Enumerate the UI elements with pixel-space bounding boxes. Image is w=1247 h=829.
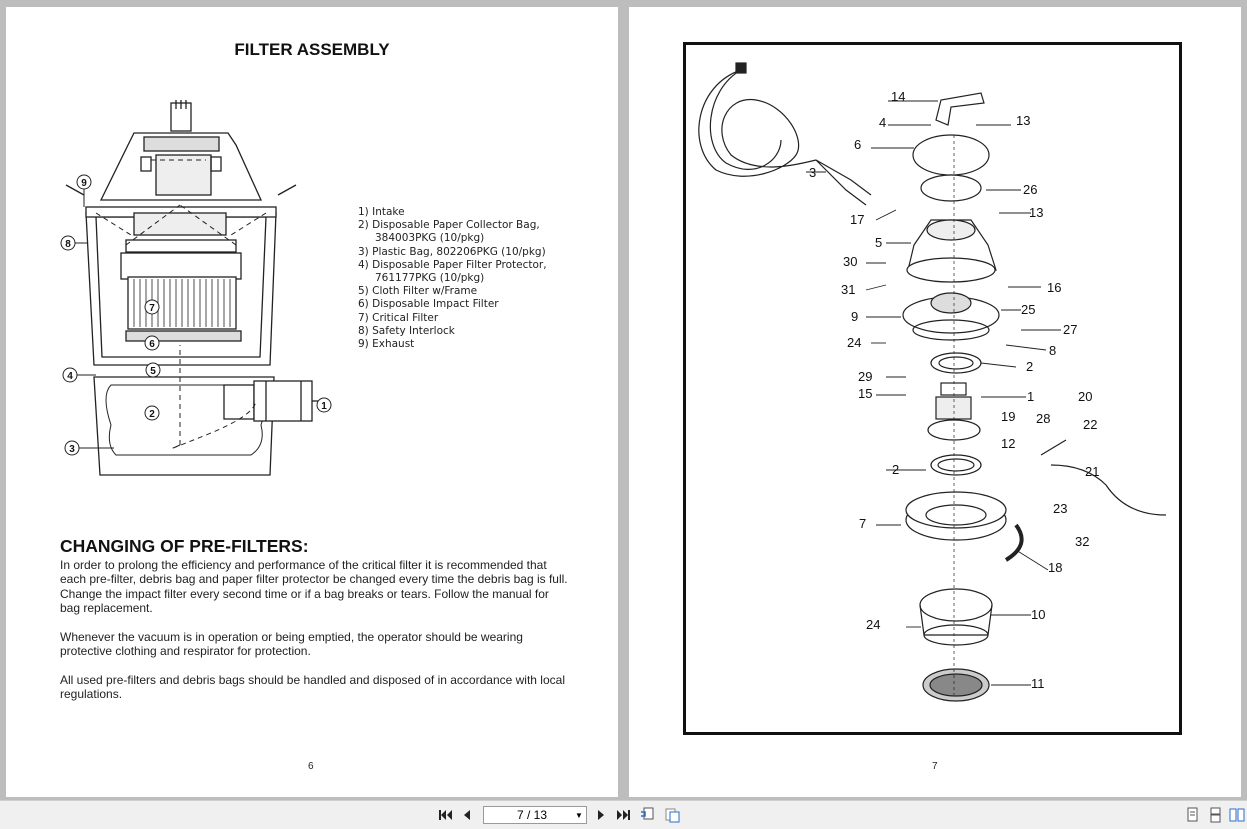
part-label: 7 [859, 516, 866, 531]
part-label: 23 [1053, 501, 1067, 516]
callout-7: 7 [144, 299, 160, 315]
part-label: 1 [1027, 389, 1034, 404]
part-label: 3 [809, 165, 816, 180]
svg-text:8: 8 [65, 239, 71, 250]
filter-assembly-diagram: 9 8 7 6 5 4 3 2 1 [60, 100, 332, 476]
cover-view-icon [1210, 807, 1221, 823]
exploded-parts-diagram: 14 4 13 6 3 26 17 13 5 30 31 16 9 25 27 … [698, 62, 1167, 702]
legend-item: 8) Safety Interlock [358, 324, 455, 337]
svg-text:1: 1 [321, 401, 327, 412]
legend-item: 384003PKG (10/pkg) [375, 232, 485, 245]
last-page-icon [617, 810, 630, 820]
legend-item: 5) Cloth Filter w/Frame [358, 285, 478, 298]
part-label: 26 [1023, 182, 1037, 197]
part-label: 19 [1001, 409, 1015, 424]
legend-item: 1) Intake [358, 206, 405, 218]
part-label: 6 [854, 137, 861, 152]
svg-text:6: 6 [149, 339, 155, 350]
right-page: 14 4 13 6 3 26 17 13 5 30 31 16 9 25 27 … [629, 7, 1241, 797]
legend-item: 6) Disposable Impact Filter [358, 298, 499, 311]
continuous-view-button[interactable] [663, 807, 681, 823]
part-label: 28 [1036, 411, 1050, 426]
part-label: 2 [1026, 359, 1033, 374]
callout-3: 3 [64, 440, 114, 456]
part-label: 20 [1078, 389, 1092, 404]
part-label: 11 [1031, 676, 1045, 691]
exploded-view-frame: 14 4 13 6 3 26 17 13 5 30 31 16 9 25 27 … [683, 42, 1182, 735]
page-number: 6 [308, 761, 314, 772]
facing-view-icon [1187, 807, 1198, 822]
part-label: 24 [866, 617, 880, 632]
part-label: 4 [879, 115, 886, 130]
part-label: 30 [843, 254, 857, 269]
callout-5: 5 [145, 362, 161, 378]
part-label: 16 [1047, 280, 1061, 295]
continuous-view-icon [665, 808, 680, 823]
part-label: 24 [847, 335, 861, 350]
legend-item: 9) Exhaust [358, 338, 415, 351]
callout-4: 4 [62, 367, 96, 383]
part-label: 32 [1075, 534, 1089, 549]
svg-text:9: 9 [81, 178, 87, 189]
part-label: 9 [851, 309, 858, 324]
legend-item: 4) Disposable Paper Filter Protector, [358, 258, 547, 271]
svg-text:4: 4 [67, 371, 73, 382]
part-label: 22 [1083, 417, 1097, 432]
prev-page-icon [464, 810, 470, 820]
svg-text:5: 5 [150, 366, 156, 377]
callout-2: 2 [144, 405, 160, 421]
dropdown-arrow-icon: ▼ [575, 810, 583, 820]
first-page-icon [439, 810, 452, 820]
part-label: 15 [858, 386, 872, 401]
part-label: 10 [1031, 607, 1045, 622]
part-label: 29 [858, 369, 872, 384]
part-label: 2 [892, 462, 899, 477]
part-label: 13 [1016, 113, 1030, 128]
callout-9: 9 [76, 174, 92, 207]
section-title: CHANGING OF PRE-FILTERS: [60, 536, 309, 556]
svg-text:7: 7 [149, 303, 155, 314]
part-label: 25 [1021, 302, 1035, 317]
cover-view-button[interactable] [1207, 807, 1225, 823]
single-page-view-icon [641, 807, 654, 820]
paragraph-disposal: All used pre-filters and debris bags sho… [60, 673, 565, 702]
callout-1: 1 [316, 397, 332, 413]
first-page-button[interactable] [437, 807, 455, 823]
left-page: FILTER ASSEMBLY [6, 7, 618, 797]
last-page-button[interactable] [614, 807, 632, 823]
part-label: 27 [1063, 322, 1077, 337]
facing-view-button[interactable] [1184, 807, 1202, 823]
part-label: 21 [1085, 464, 1099, 479]
viewer-toolbar: 7 / 13 ▼ [0, 800, 1247, 829]
legend-item: 3) Plastic Bag, 802206PKG (10/pkg) [358, 245, 546, 258]
svg-text:3: 3 [69, 444, 75, 455]
callout-6: 6 [144, 335, 160, 351]
page-number: 7 [932, 761, 938, 772]
single-page-view-button[interactable] [639, 807, 657, 823]
next-page-button[interactable] [592, 807, 610, 823]
part-label: 14 [891, 89, 905, 104]
parts-legend: 1) Intake 2) Disposable Paper Collector … [358, 206, 547, 351]
part-label: 31 [841, 282, 855, 297]
legend-item: 7) Critical Filter [358, 311, 439, 324]
thumbnail-view-button[interactable] [1228, 807, 1246, 823]
callout-8: 8 [60, 235, 88, 251]
paragraph-prefilters: In order to prolong the efficiency and p… [60, 558, 568, 616]
part-label: 13 [1029, 205, 1043, 220]
svg-text:2: 2 [149, 409, 155, 420]
part-label: 5 [875, 235, 882, 250]
page-title: FILTER ASSEMBLY [234, 40, 390, 59]
part-label: 12 [1001, 436, 1015, 451]
thumbnail-view-icon [1229, 808, 1245, 822]
next-page-icon [598, 810, 604, 820]
part-label: 18 [1048, 560, 1062, 575]
part-label: 17 [850, 212, 864, 227]
paragraph-protection: Whenever the vacuum is in operation or b… [60, 630, 523, 659]
page-indicator: 7 / 13 [516, 808, 548, 822]
legend-item: 2) Disposable Paper Collector Bag, [358, 219, 540, 232]
legend-item: 761177PKG (10/pkg) [375, 272, 485, 285]
page-selector[interactable]: 7 / 13 ▼ [483, 806, 587, 824]
prev-page-button[interactable] [458, 807, 476, 823]
part-label: 8 [1049, 343, 1056, 358]
